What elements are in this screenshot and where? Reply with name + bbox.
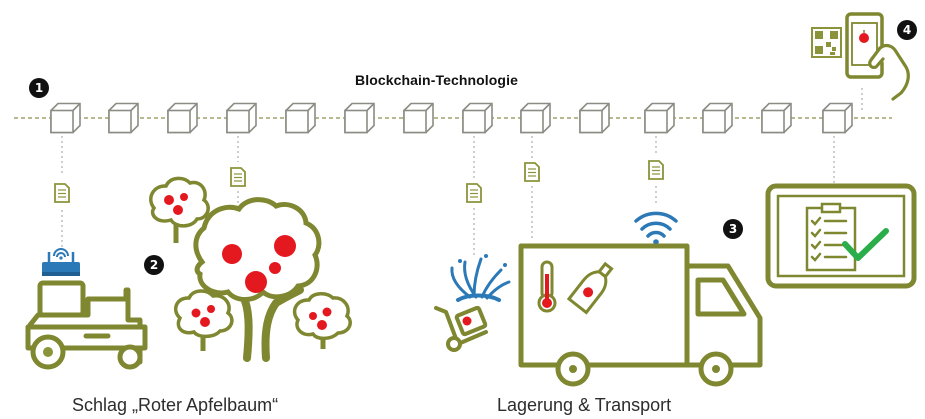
step-badge-4: 4 xyxy=(897,20,917,40)
cube-icon xyxy=(462,102,493,134)
cube-icon xyxy=(644,102,675,134)
cube-icon xyxy=(761,102,792,134)
link-lines xyxy=(61,85,863,255)
checkmark-icon xyxy=(842,228,889,261)
hand-truck-icon xyxy=(434,305,488,352)
cube-icon xyxy=(822,102,853,134)
cube-icon xyxy=(285,102,316,134)
blockchain-blocks xyxy=(50,102,853,134)
smartphone-icon xyxy=(845,12,910,101)
wifi-icon xyxy=(634,211,678,245)
cube-icon xyxy=(344,102,375,134)
documents xyxy=(54,160,664,203)
cube-icon xyxy=(702,102,733,134)
transport-caption: Lagerung & Transport xyxy=(497,395,672,415)
document-icon xyxy=(466,183,482,203)
document-icon xyxy=(524,162,540,182)
cube-icon xyxy=(520,102,551,134)
farm-caption: Schlag „Roter Apfelbaum“ xyxy=(72,395,279,415)
step-badge-3: 3 xyxy=(723,219,743,239)
water-icon xyxy=(450,254,511,302)
cube-icon xyxy=(403,102,434,134)
diagram-title: Blockchain-Technologie xyxy=(355,72,518,88)
apple-tree-icon xyxy=(173,289,234,351)
qr-code-icon xyxy=(811,27,842,58)
document-icon xyxy=(230,167,246,187)
step-badge-2: 2 xyxy=(144,255,164,275)
router-icon xyxy=(42,248,80,276)
apple-tree-icon xyxy=(149,176,210,243)
cube-icon xyxy=(226,102,257,134)
cube-icon xyxy=(579,102,610,134)
tractor-icon xyxy=(25,280,148,370)
document-icon xyxy=(648,160,664,180)
cube-icon xyxy=(167,102,198,134)
checklist-icon xyxy=(805,202,857,272)
step-badge-1: 1 xyxy=(29,78,49,98)
cube-icon xyxy=(108,102,139,134)
apple-tree-icon xyxy=(292,292,352,349)
document-icon xyxy=(54,183,70,203)
truck-icon xyxy=(518,243,763,387)
thermometer-icon xyxy=(537,260,557,313)
cube-icon xyxy=(50,102,81,134)
apple-tree-icon xyxy=(193,197,322,362)
bottle-icon xyxy=(566,261,614,315)
